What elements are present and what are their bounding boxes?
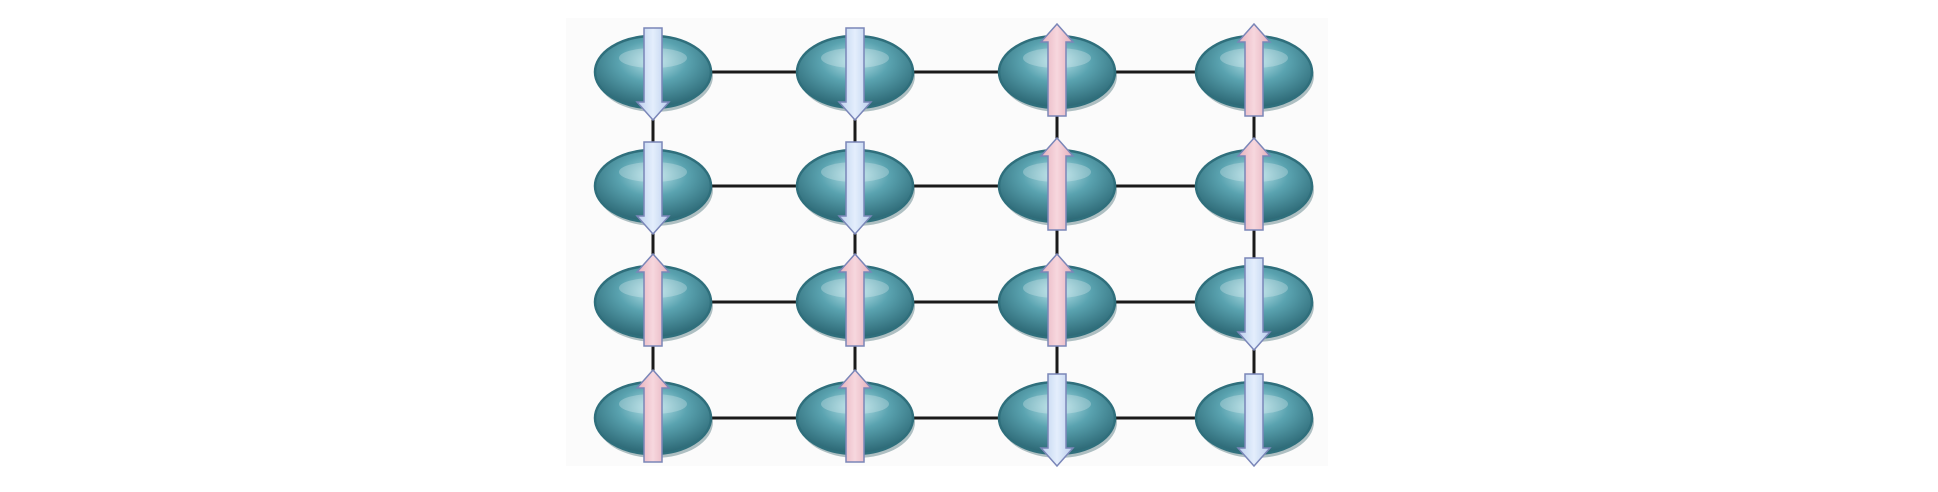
arrow-down-icon bbox=[1039, 373, 1075, 468]
lattice-site bbox=[593, 141, 713, 236]
lattice-site bbox=[593, 27, 713, 122]
arrow-up-icon bbox=[635, 252, 671, 347]
arrow-down-icon bbox=[837, 27, 873, 122]
lattice-site bbox=[795, 252, 915, 347]
lattice-site bbox=[997, 136, 1117, 231]
lattice-site bbox=[1194, 22, 1314, 117]
lattice-site bbox=[997, 373, 1117, 468]
lattice-sites bbox=[593, 22, 1314, 468]
lattice-site bbox=[1194, 136, 1314, 231]
arrow-down-icon bbox=[837, 141, 873, 236]
lattice-site bbox=[997, 22, 1117, 117]
arrow-up-icon bbox=[1236, 22, 1272, 117]
lattice-site bbox=[795, 141, 915, 236]
arrow-down-icon bbox=[1236, 257, 1272, 352]
lattice-site bbox=[795, 27, 915, 122]
lattice-site bbox=[593, 252, 713, 347]
arrow-up-icon bbox=[1236, 136, 1272, 231]
lattice-site bbox=[1194, 257, 1314, 352]
arrow-down-icon bbox=[635, 27, 671, 122]
arrow-up-icon bbox=[1039, 22, 1075, 117]
lattice-site bbox=[1194, 373, 1314, 468]
lattice-site bbox=[795, 368, 915, 463]
lattice-site bbox=[997, 252, 1117, 347]
arrow-up-icon bbox=[1039, 252, 1075, 347]
arrow-up-icon bbox=[635, 368, 671, 463]
arrow-down-icon bbox=[635, 141, 671, 236]
arrow-up-icon bbox=[837, 368, 873, 463]
arrow-up-icon bbox=[1039, 136, 1075, 231]
arrow-down-icon bbox=[1236, 373, 1272, 468]
arrow-up-icon bbox=[837, 252, 873, 347]
lattice-site bbox=[593, 368, 713, 463]
